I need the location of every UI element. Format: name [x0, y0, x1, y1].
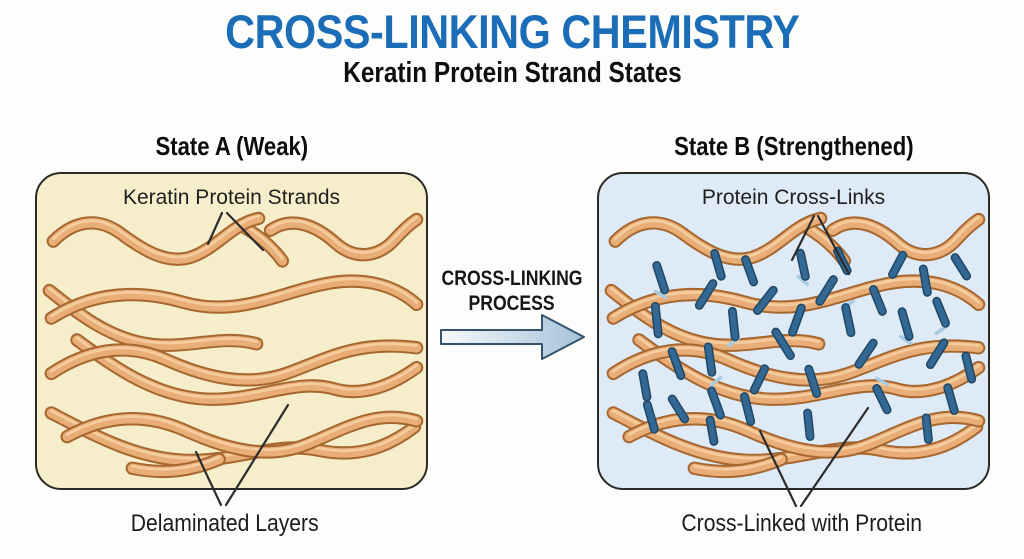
process-label-line1: CROSS-LINKING — [441, 266, 583, 290]
state-a-bottom-label: Delaminated Layers — [131, 510, 319, 537]
right-arrow-shape — [440, 314, 585, 360]
keratin-strands-crosslinked-illustration — [604, 211, 986, 479]
state-a-inner-label: Keratin Protein Strands — [122, 186, 341, 209]
page-title-text: CROSS-LINKING CHEMISTRY — [224, 5, 800, 58]
state-b-panel: Protein Cross-Links — [597, 172, 990, 490]
keratin-strands-weak-illustration — [42, 211, 424, 479]
state-a-heading: State A (Weak) — [155, 131, 308, 161]
state-b-bottom-label: Cross-Linked with Protein — [681, 510, 923, 537]
process-label: CROSS-LINKING PROCESS — [420, 266, 604, 315]
state-b-inner-label: Protein Cross-Links — [701, 186, 886, 209]
page-title: CROSS-LINKING CHEMISTRY — [0, 4, 1024, 59]
process-arrow-icon — [440, 314, 585, 360]
state-a-panel: Keratin Protein Strands — [35, 172, 428, 490]
state-b-heading: State B (Strengthened) — [673, 131, 914, 161]
page-subtitle-text: Keratin Protein Strand States — [342, 57, 682, 89]
process-label-line2: PROCESS — [468, 290, 556, 315]
page-subtitle: Keratin Protein Strand States — [0, 57, 1024, 90]
